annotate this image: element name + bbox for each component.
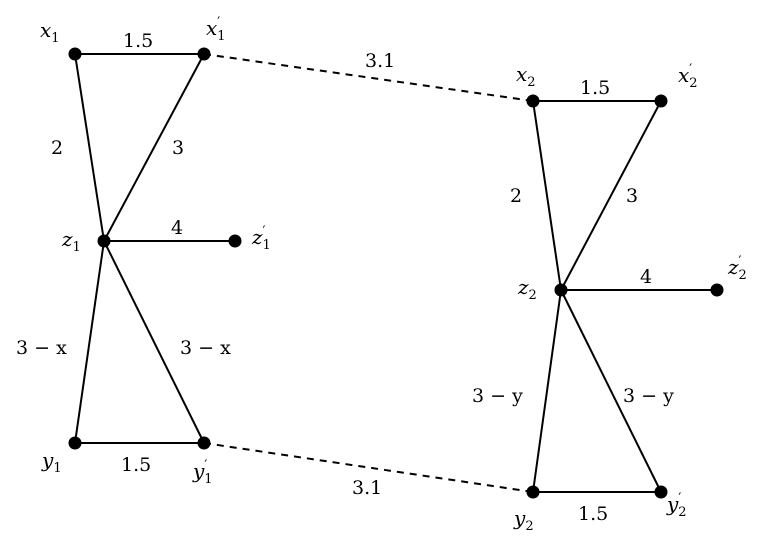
- node-y1p: [197, 436, 211, 450]
- vertex-label-x2p: x′2: [678, 62, 698, 91]
- edge-label-y2-y2p: 1.5: [578, 503, 608, 525]
- vertex-label-x1: x1: [40, 18, 60, 46]
- edge-label-y1-y1p: 1.5: [121, 454, 151, 476]
- edge-y2-z2: [532, 289, 562, 493]
- node-x2p: [654, 94, 668, 108]
- vertex-label-y2: y2: [513, 506, 534, 534]
- edge-label-x2p-z2: 3: [626, 185, 638, 207]
- vertex-label-x1p: x′1: [206, 15, 226, 44]
- vertex-label-x2: x2: [516, 62, 536, 90]
- edge-label-x1-x1p: 1.5: [123, 30, 153, 52]
- edge-x2-z2: [532, 100, 562, 291]
- edge-x1p-x2: [203, 53, 534, 102]
- node-x2: [526, 94, 540, 108]
- node-x1p: [197, 47, 211, 61]
- edge-label-y2p-z2: 3 − y: [623, 385, 674, 407]
- edge-x2p-z2: [560, 100, 662, 291]
- edge-label-x1p-x2: 3.1: [365, 50, 395, 72]
- edge-label-x2-x2p: 1.5: [580, 77, 610, 99]
- vertex-label-y1p: y′1: [192, 458, 213, 487]
- edge-label-y1p-y2: 3.1: [352, 477, 382, 499]
- edge-label-x2-z2: 2: [510, 185, 522, 207]
- edge-y2p-z2: [560, 289, 662, 493]
- edge-label-x1-z1: 2: [51, 137, 63, 159]
- edge-label-z2-z2p: 4: [640, 266, 652, 288]
- node-z1p: [228, 234, 242, 248]
- edge-y1p-z1: [103, 240, 205, 444]
- node-y1: [68, 436, 82, 450]
- vertex-label-z1: z1: [61, 227, 81, 255]
- node-z1: [97, 234, 111, 248]
- edge-x1p-z1: [103, 53, 205, 242]
- vertex-label-y1: y1: [41, 448, 62, 476]
- vertex-label-z2: z2: [517, 275, 537, 303]
- edge-label-y2-z2: 3 − y: [472, 385, 523, 407]
- edge-x1-z1: [74, 53, 105, 242]
- edge-label-y1-z1: 3 − x: [16, 337, 67, 359]
- edge-label-y1p-z1: 3 − x: [180, 337, 231, 359]
- node-y2: [526, 485, 540, 499]
- node-x1: [68, 47, 82, 61]
- node-z2: [554, 283, 568, 297]
- edge-label-x1p-z1: 3: [172, 137, 184, 159]
- node-y2p: [654, 485, 668, 499]
- node-z2p: [710, 283, 724, 297]
- vertex-label-z2p: z′2: [727, 254, 747, 283]
- edge-label-z1-z1p: 4: [171, 217, 183, 239]
- edge-y1p-y2: [203, 442, 534, 493]
- edge-y1-z1: [74, 240, 105, 444]
- vertex-label-y2p: y′2: [666, 491, 687, 520]
- vertex-label-z1p: z′1: [251, 224, 271, 253]
